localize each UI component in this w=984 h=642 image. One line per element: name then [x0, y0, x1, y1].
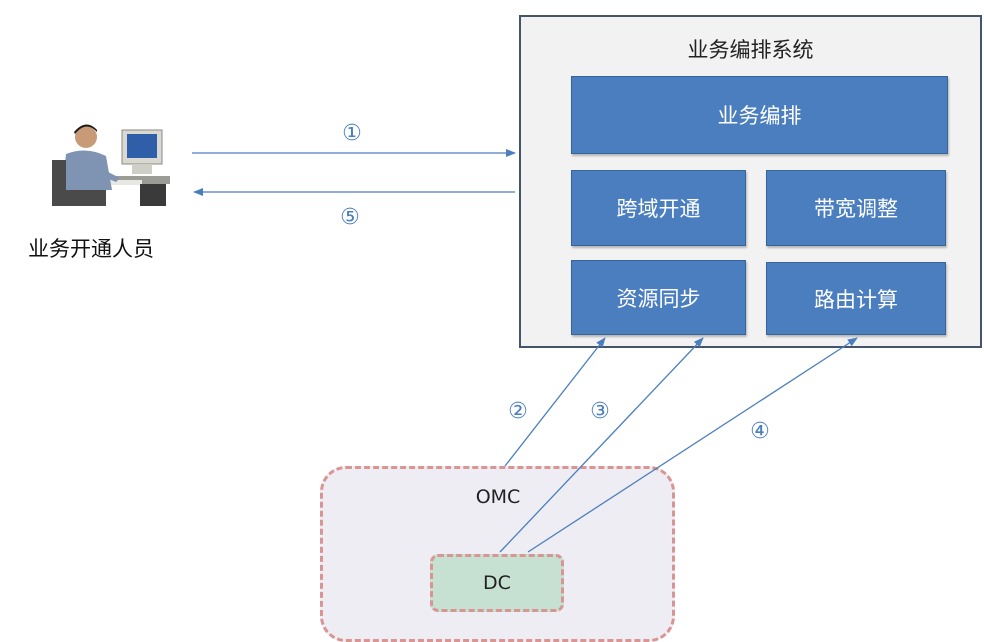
dc-label: DC [483, 572, 511, 594]
block-orchestration: 业务编排 [571, 76, 948, 154]
system-title: 业务编排系统 [687, 38, 814, 62]
dc-box: DC [430, 554, 564, 612]
actor-label: 业务开通人员 [28, 237, 154, 261]
step-marker-5: ⑤ [340, 205, 360, 230]
omc-label: OMC [475, 486, 521, 508]
arrow-step-4 [527, 337, 858, 553]
block-bandwidth: 带宽调整 [766, 170, 946, 246]
arrow-step-2 [504, 337, 606, 467]
step-marker-2: ② [508, 399, 528, 424]
step-marker-4: ④ [750, 419, 770, 444]
block-resource-sync: 资源同步 [571, 260, 746, 335]
arrow-step-3 [499, 337, 704, 553]
step-marker-1: ① [342, 121, 362, 146]
block-cross-domain: 跨域开通 [571, 170, 746, 246]
person-at-computer-icon [52, 120, 170, 210]
block-route-calc: 路由计算 [766, 262, 946, 335]
step-marker-3: ③ [590, 399, 610, 424]
